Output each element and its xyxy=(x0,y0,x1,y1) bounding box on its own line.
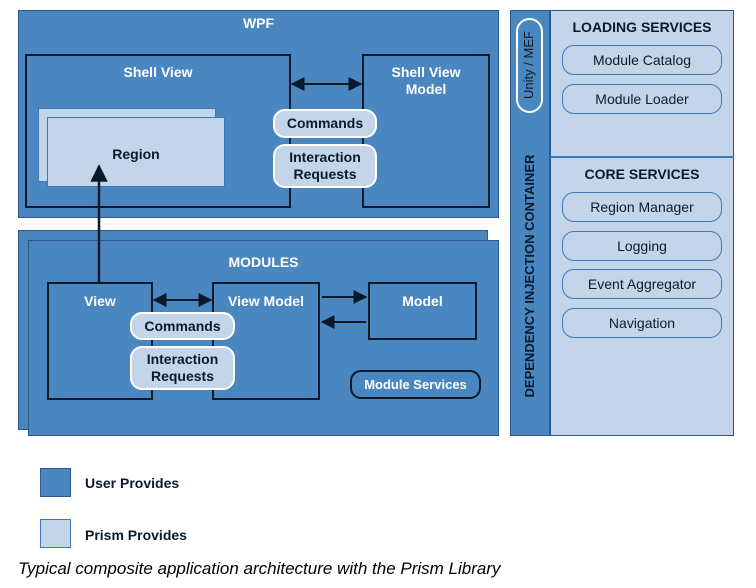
module-loader-item: Module Loader xyxy=(562,84,722,114)
module-view-box xyxy=(47,282,153,400)
unity-mef-pill xyxy=(516,18,543,113)
module-services-pill: Module Services xyxy=(350,370,481,399)
module-view-label: View xyxy=(84,293,116,309)
module-viewmodel-box xyxy=(212,282,320,400)
logging-item: Logging xyxy=(562,231,722,261)
module-model-label: Model xyxy=(402,293,443,309)
legend-user-swatch xyxy=(40,468,71,497)
module-model-box xyxy=(368,282,477,340)
shell-viewmodel-label: Shell View Model xyxy=(391,64,461,97)
module-catalog-item: Module Catalog xyxy=(562,45,722,75)
legend-prism-swatch xyxy=(40,519,71,548)
module-viewmodel-label: View Model xyxy=(228,293,304,309)
loading-services-title: LOADING SERVICES xyxy=(572,19,712,35)
wpf-title: WPF xyxy=(242,15,275,31)
event-aggregator-item: Event Aggregator xyxy=(562,269,722,299)
navigation-item: Navigation xyxy=(562,308,722,338)
legend-user-label: User Provides xyxy=(85,475,180,491)
shell-interaction-pill: Interaction Requests xyxy=(273,144,377,188)
modules-title: MODULES xyxy=(228,254,299,270)
region-label: Region xyxy=(112,146,160,162)
figure-caption: Typical composite application architectu… xyxy=(18,559,501,578)
shell-view-label: Shell View xyxy=(123,64,193,80)
region-box xyxy=(47,117,225,187)
module-interaction-pill: Interaction Requests xyxy=(130,346,235,390)
services-divider xyxy=(550,156,734,158)
core-services-title: CORE SERVICES xyxy=(584,166,700,182)
module-commands-pill: Commands xyxy=(130,312,235,340)
shell-commands-pill: Commands xyxy=(273,109,377,138)
legend-prism-label: Prism Provides xyxy=(85,527,187,543)
services-panel xyxy=(550,10,734,436)
region-manager-item: Region Manager xyxy=(562,192,722,222)
